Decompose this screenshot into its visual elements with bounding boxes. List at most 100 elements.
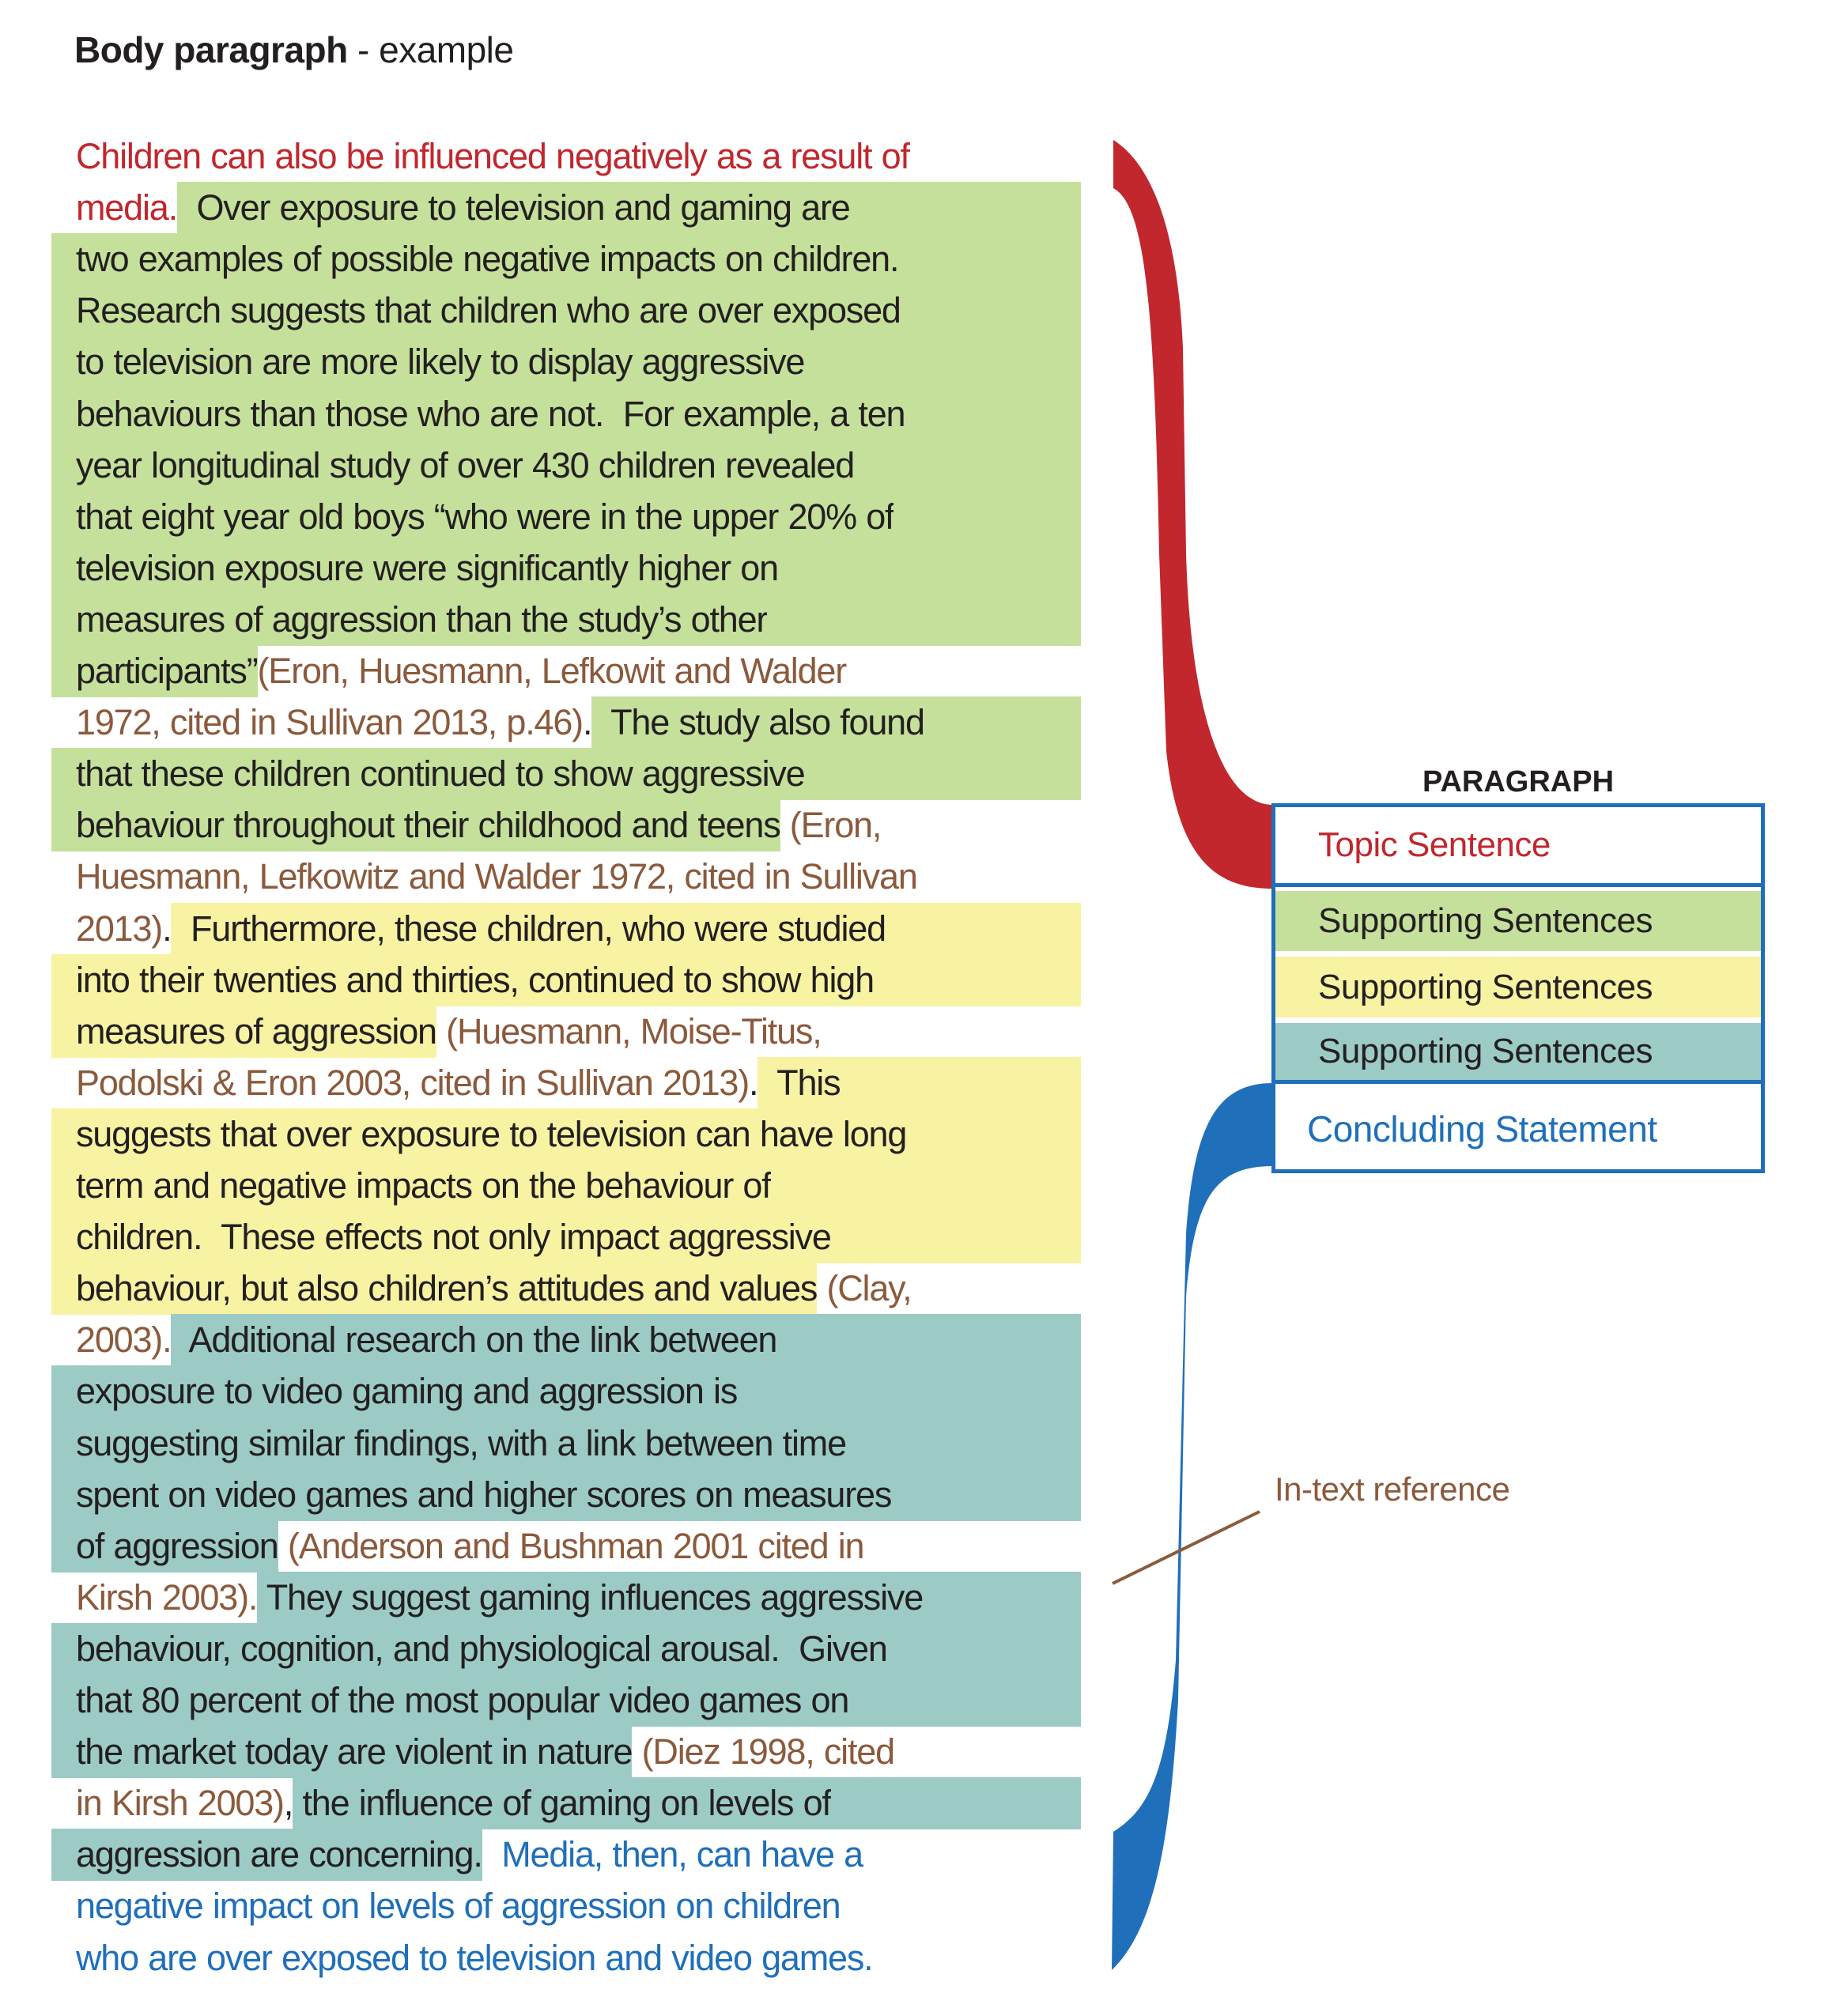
line-fill [911, 1263, 1081, 1315]
legend-supporting-yellow: Supporting Sentences [1275, 957, 1761, 1017]
paragraph-line: suggesting similar findings, with a link… [51, 1417, 1081, 1470]
citation-text: (Huesmann, Moise-Titus, [436, 1010, 822, 1051]
citation-text: Kirsh 2003). [76, 1576, 258, 1618]
line-fill [924, 697, 1081, 749]
line-pad [51, 1520, 76, 1572]
concluding-text: negative impact on levels of aggression … [76, 1886, 841, 1927]
line-pad [51, 593, 76, 646]
supporting-text: term and negative impacts on the behavio… [76, 1160, 772, 1212]
supporting-text: . [582, 702, 593, 743]
line-fill [804, 336, 1081, 389]
line-fill [873, 953, 1081, 1006]
line-fill [804, 748, 1081, 801]
paragraph-line: 2003). Additional research on the link b… [51, 1314, 1081, 1367]
paragraph-line: behaviour, but also children’s attitudes… [51, 1263, 1081, 1316]
supporting-text: two examples of possible negative impact… [76, 233, 899, 286]
supporting-text: spent on video games and higher scores o… [76, 1468, 892, 1521]
citation-text: (Diez 1998, cited [632, 1731, 895, 1772]
line-pad [51, 1314, 76, 1366]
paragraph-line: Children can also be influenced negative… [51, 130, 1081, 183]
paragraph-line: Podolski & Eron 2003, cited in Sullivan … [51, 1056, 1081, 1109]
supporting-text: The study also found [591, 697, 925, 749]
paragraph-line: participants”(Eron, Huesmann, Lefkowit a… [51, 645, 1081, 697]
line-pad [51, 336, 76, 389]
paragraph-line: that these children continued to show ag… [51, 748, 1081, 801]
line-pad [51, 1726, 76, 1779]
line-pad [51, 1211, 76, 1264]
citation-text: (Anderson and Bushman 2001 cited in [278, 1525, 865, 1566]
supporting-text: behaviour throughout their childhood and… [76, 799, 781, 852]
legend-topic-sentence: Topic Sentence [1275, 807, 1761, 887]
supporting-text: Over exposure to television and gaming a… [176, 182, 851, 235]
citation-text: (Clay, [817, 1268, 912, 1309]
paragraph-line: Research suggests that children who are … [51, 285, 1081, 338]
line-pad [51, 1674, 76, 1727]
concluding-text: who are over exposed to television and v… [76, 1937, 874, 1978]
paragraph-line: suggests that over exposure to televisio… [51, 1108, 1081, 1161]
supporting-text: This [757, 1056, 841, 1109]
line-fill [886, 1622, 1081, 1675]
line-pad [51, 1263, 76, 1316]
line-fill [830, 1211, 1081, 1264]
supporting-text: television exposure were significantly h… [76, 542, 779, 595]
paragraph-line: that 80 percent of the most popular vide… [51, 1674, 1081, 1727]
paragraph-line: in Kirsh 2003), the influence of gaming … [51, 1777, 1081, 1830]
supporting-text: that 80 percent of the most popular vide… [76, 1674, 849, 1727]
paragraph-line: exposure to video gaming and aggression … [51, 1365, 1081, 1418]
line-pad [51, 1365, 76, 1418]
line-pad [51, 1417, 76, 1470]
line-fill [905, 387, 1081, 440]
line-fill [885, 902, 1081, 955]
supporting-text: the influence of gaming on levels of [293, 1777, 832, 1830]
supporting-text: into their twenties and thirties, contin… [76, 953, 875, 1006]
line-pad [51, 182, 76, 234]
supporting-text: , [283, 1783, 294, 1824]
paragraph-line: into their twenties and thirties, contin… [51, 953, 1081, 1006]
line-fill [872, 1932, 1081, 1984]
line-fill [767, 593, 1081, 646]
citation-text: Podolski & Eron 2003, cited in Sullivan … [76, 1062, 750, 1103]
line-pad [51, 1932, 76, 1984]
citation-text: (Eron, Huesmann, Lefkowit and Walder [257, 651, 848, 691]
line-pad [51, 1468, 76, 1521]
line-pad [51, 953, 76, 1006]
line-fill [891, 1468, 1081, 1521]
line-fill [770, 1160, 1081, 1212]
supporting-text: Research suggests that children who are … [76, 285, 901, 338]
paragraph-line: behaviour, cognition, and physiological … [51, 1622, 1081, 1675]
paragraph-line: media. Over exposure to television and g… [51, 182, 1081, 235]
citation-text: 2003). [76, 1319, 172, 1361]
line-pad [51, 1005, 76, 1058]
citation-text: in Kirsh 2003) [76, 1783, 285, 1824]
legend-title: PARAGRAPH [1422, 765, 1615, 798]
line-fill [854, 439, 1081, 492]
supporting-text: Additional research on the link between [171, 1314, 777, 1367]
paragraph-line: the market today are violent in nature (… [51, 1726, 1081, 1779]
line-pad [51, 851, 76, 903]
supporting-text: aggression are concerning. [76, 1829, 483, 1882]
supporting-text: that eight year old boys “who were in th… [76, 490, 895, 543]
line-pad [51, 1572, 76, 1624]
line-fill [863, 1520, 1081, 1572]
legend-supporting-green: Supporting Sentences [1275, 891, 1761, 951]
heading-rest: - example [347, 29, 514, 70]
supporting-text: behaviour, but also children’s attitudes… [76, 1263, 818, 1316]
line-fill [893, 490, 1081, 543]
line-pad [51, 903, 76, 955]
line-fill [846, 645, 1081, 697]
supporting-text: . [749, 1062, 759, 1103]
line-fill [849, 182, 1081, 235]
conclusion-bracket-icon [1112, 1083, 1273, 1970]
line-pad [51, 387, 76, 440]
citation-text: Huesmann, Lefkowitz and Walder 1972, cit… [76, 856, 918, 897]
supporting-text: behaviour, cognition, and physiological … [76, 1622, 888, 1675]
line-pad [51, 439, 76, 492]
topic-sentence-text: Children can also be influenced negative… [76, 136, 910, 176]
line-pad [51, 542, 76, 595]
citation-text: 2013) [76, 908, 163, 949]
line-pad [51, 645, 76, 697]
paragraph-line: spent on video games and higher scores o… [51, 1468, 1081, 1521]
paragraph-line: Huesmann, Lefkowitz and Walder 1972, cit… [51, 851, 1081, 903]
topic-sentence-text: media. [76, 187, 178, 228]
line-fill [822, 1006, 1081, 1058]
